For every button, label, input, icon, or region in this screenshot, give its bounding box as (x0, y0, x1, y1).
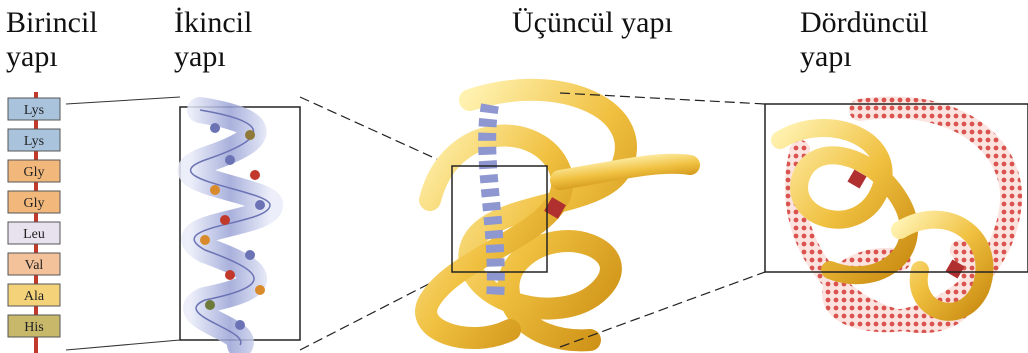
connector-secondary-top (300, 97, 452, 166)
amino-acid-lys: Lys (8, 129, 60, 151)
amino-acid-label: Ala (24, 289, 45, 304)
amino-acid-gly: Gly (8, 191, 60, 213)
amino-acid-label: Gly (24, 165, 45, 180)
amino-acid-gly: Gly (8, 160, 60, 182)
amino-acid-ala: Ala (8, 284, 60, 306)
amino-acid-lys: Lys (8, 98, 60, 120)
amino-acid-label: Leu (23, 227, 45, 242)
amino-acid-label: Lys (24, 134, 44, 149)
amino-acid-his: His (8, 315, 60, 337)
amino-acid-label: Val (25, 258, 44, 273)
connector-primary-top (66, 97, 180, 104)
amino-acid-label: His (24, 320, 43, 335)
amino-acid-val: Val (8, 253, 60, 275)
amino-acid-label: Gly (24, 196, 45, 211)
quaternary-structure (780, 108, 1011, 323)
amino-acid-leu: Leu (8, 222, 60, 244)
connector-primary-bottom (66, 340, 180, 350)
tertiary-structure (426, 90, 690, 341)
amino-acid-label: Lys (24, 103, 44, 118)
